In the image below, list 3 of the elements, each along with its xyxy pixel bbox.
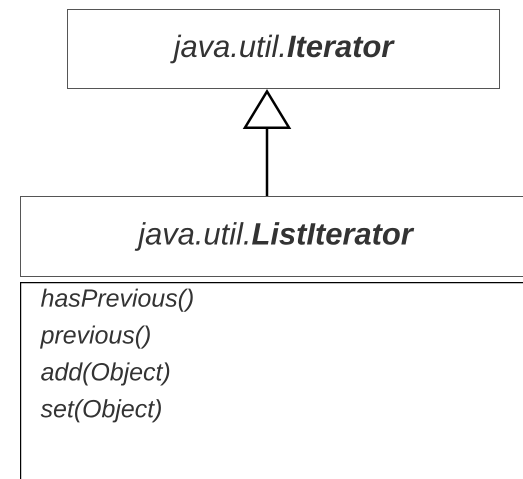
methods-box: hasPrevious() previous() add(Object) set(Object)	[20, 282, 523, 479]
class-box: java.util.Iterator	[67, 9, 500, 89]
class-box: java.util.ListIterator	[20, 196, 523, 277]
